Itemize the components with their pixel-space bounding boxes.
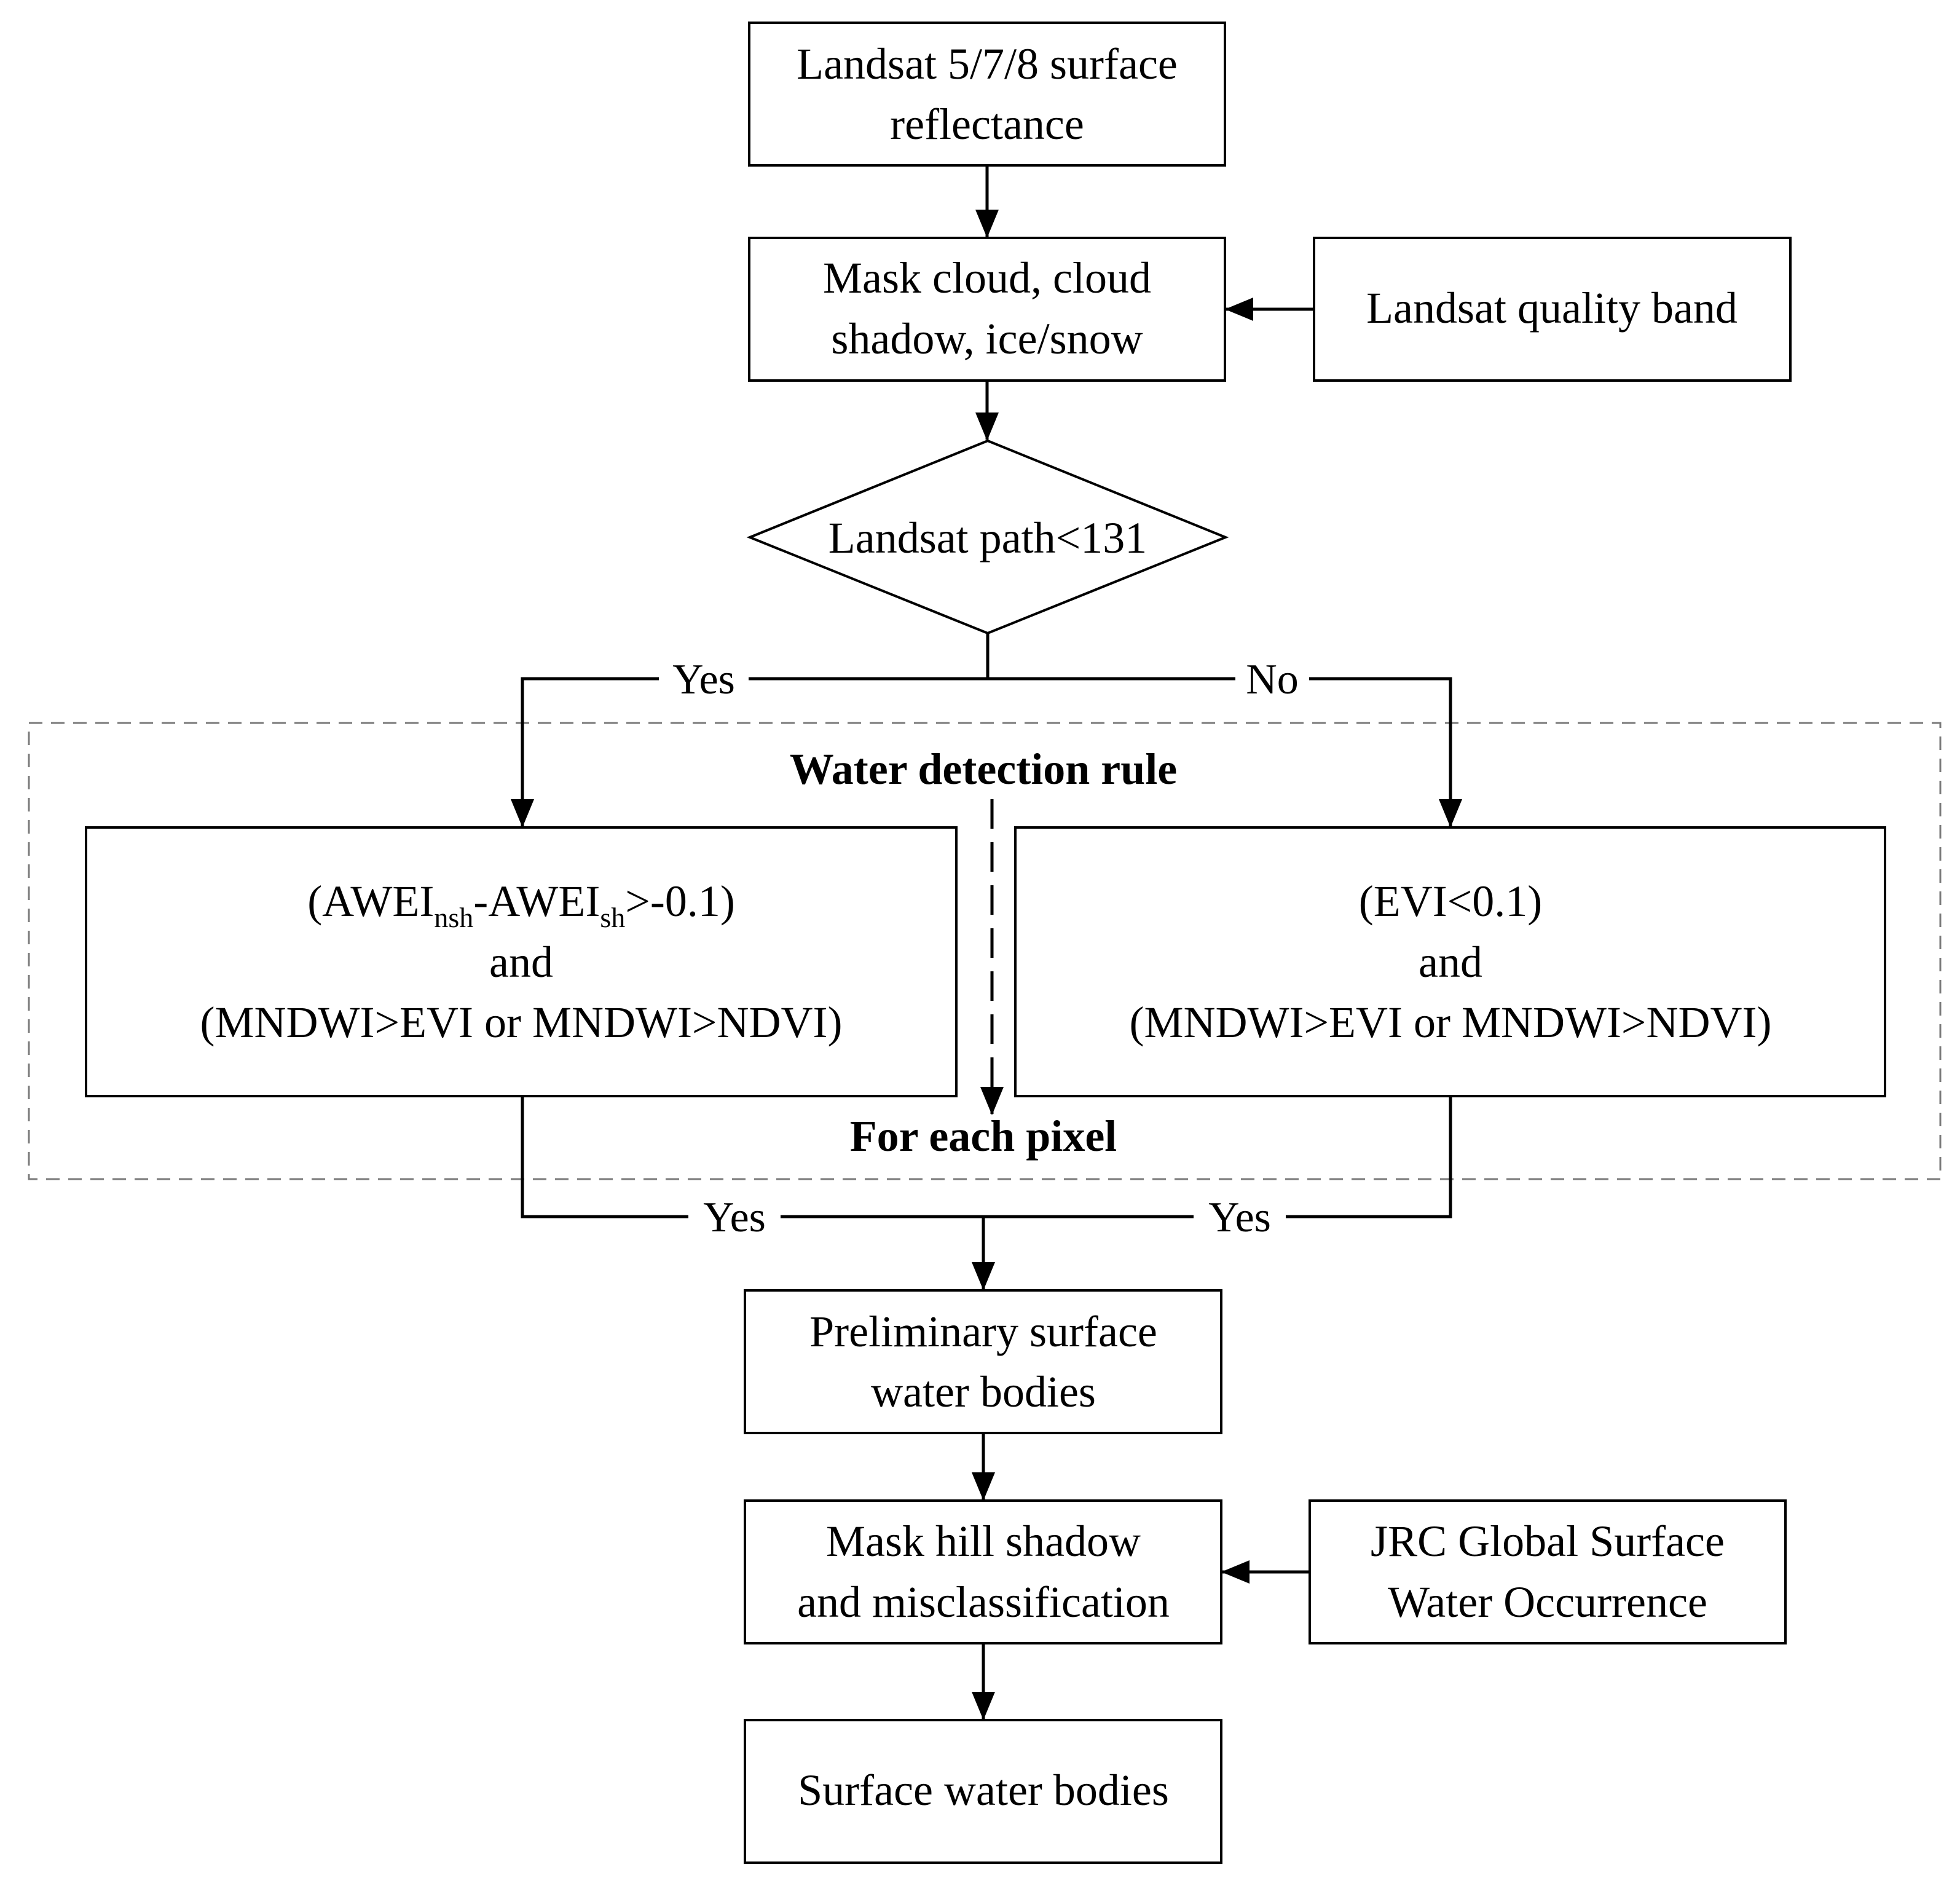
node-rule-no-line3: (MNDWI>EVI or MNDWI>NDVI) <box>1130 998 1772 1047</box>
rule-yes-mid: -AWEI <box>473 877 600 926</box>
node-mask-cloud: Mask cloud, cloud shadow, ice/snow <box>748 237 1226 382</box>
arrow-decision-yes <box>511 677 988 827</box>
node-output: Surface water bodies <box>744 1719 1222 1864</box>
node-landsat-input: Landsat 5/7/8 surface reflectance <box>748 22 1226 167</box>
node-jrc-line1: JRC Global Surface <box>1371 1517 1725 1566</box>
rule-yes-open: (AWEI <box>307 877 434 926</box>
node-landsat-input-line1: Landsat 5/7/8 surface <box>797 39 1178 89</box>
label-bg-yes <box>659 654 749 703</box>
water-detection-region <box>28 722 1942 1180</box>
edge-label-decision-yes: Yes <box>672 656 735 703</box>
node-mask-hill: Mask hill shadow and misclassification <box>744 1499 1222 1644</box>
node-rule-no-line2: and <box>1419 938 1482 987</box>
rule-yes-close: >-0.1) <box>625 877 735 926</box>
node-mask-cloud-line1: Mask cloud, cloud <box>823 253 1151 302</box>
label-bg-rule-no <box>1194 1193 1286 1242</box>
edge-label-rule-no: Yes <box>1208 1194 1271 1241</box>
rule-yes-sub-nsh: nsh <box>434 902 473 933</box>
node-mask-cloud-line2: shadow, ice/snow <box>831 314 1143 363</box>
label-bg-rule-yes <box>688 1193 781 1242</box>
node-jrc: JRC Global Surface Water Occurrence <box>1309 1499 1787 1644</box>
edge-label-decision-no: No <box>1246 656 1299 703</box>
node-quality-band-label: Landsat quality band <box>1366 283 1738 333</box>
node-rule-yes-line1: (AWEInsh-AWEIsh>-0.1) <box>307 877 735 933</box>
rule-yes-sub-sh: sh <box>600 902 625 933</box>
node-rule-yes: (AWEInsh-AWEIsh>-0.1) and (MNDWI>EVI or … <box>85 826 958 1097</box>
region-footer: For each pixel <box>850 1111 1117 1161</box>
node-jrc-line2: Water Occurrence <box>1388 1577 1707 1627</box>
region-title: Water detection rule <box>790 744 1178 794</box>
label-bg-no <box>1235 654 1309 703</box>
connector-rule-no-out <box>983 1096 1452 1218</box>
edge-label-rule-yes: Yes <box>703 1194 766 1241</box>
node-landsat-input-line2: reflectance <box>890 100 1084 149</box>
node-rule-yes-line3: (MNDWI>EVI or MNDWI>NDVI) <box>200 998 843 1047</box>
node-preliminary-line2: water bodies <box>871 1367 1096 1416</box>
node-preliminary: Preliminary surface water bodies <box>744 1289 1222 1434</box>
arrow-decision-no <box>988 677 1462 827</box>
node-rule-no-line1: (EVI<0.1) <box>1359 877 1543 926</box>
node-decision-label: Landsat path<131 <box>828 513 1147 563</box>
node-quality-band: Landsat quality band <box>1313 237 1792 382</box>
node-mask-hill-line1: Mask hill shadow <box>826 1517 1141 1566</box>
node-mask-hill-line2: and misclassification <box>797 1577 1170 1627</box>
node-rule-yes-line2: and <box>489 938 553 987</box>
connector-rule-yes-out <box>521 1096 983 1218</box>
node-output-label: Surface water bodies <box>798 1766 1169 1815</box>
node-preliminary-line1: Preliminary surface <box>809 1307 1157 1356</box>
node-rule-no: (EVI<0.1) and (MNDWI>EVI or MNDWI>NDVI) <box>1014 826 1886 1097</box>
node-decision-path: Landsat path<131 <box>746 439 1229 635</box>
